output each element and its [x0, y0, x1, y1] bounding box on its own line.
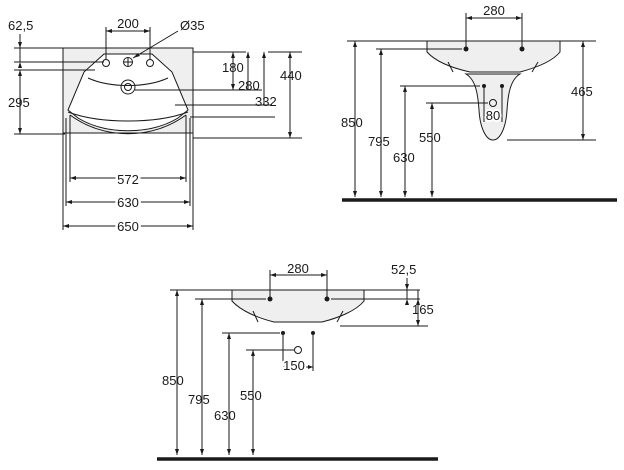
dim-80-label: 80 [486, 108, 500, 123]
dim-630-wall-label: 630 [214, 408, 236, 423]
dim-332: 332 [175, 52, 277, 109]
dim-630-wall: 630 [214, 333, 236, 455]
dim-630-pedestal-label: 630 [393, 150, 415, 165]
dim-572: 572 [69, 115, 187, 190]
dim-795-wall: 795 [188, 299, 210, 455]
dim-280-top-label: 280 [238, 78, 260, 93]
dim-795-pedestal-label: 795 [368, 134, 390, 149]
dim-200: 200 [105, 16, 151, 60]
dim-165-label: 165 [412, 302, 434, 317]
dim-795-pedestal: 795 [368, 49, 390, 197]
dim-850-wall: 850 [162, 290, 184, 455]
dim-52-5-label: 52,5 [391, 262, 416, 277]
height-lines-pedestal [347, 40, 488, 104]
dim-332-label: 332 [255, 94, 277, 109]
dim-280-pedestal: 280 [465, 3, 523, 49]
wall-hung-view: 280 52,5 165 150 [157, 261, 438, 461]
dim-465-label: 465 [571, 84, 593, 99]
dim-295-label: 295 [8, 95, 30, 110]
waste-outlet [489, 99, 497, 107]
dim-650: 650 [62, 133, 194, 237]
dim-550-wall: 550 [240, 350, 262, 455]
dim-62-5: 62,5 [8, 18, 104, 68]
dim-630-pedestal: 630 [393, 86, 415, 197]
pedestal-view: 280 465 80 850 [341, 3, 617, 202]
dim-280-top: 280 [135, 52, 262, 93]
dim-295: 295 [8, 69, 95, 135]
dim-180: 180 [193, 51, 246, 90]
top-view: 200 Ø35 62,5 295 [8, 16, 302, 237]
dim-280-wall: 280 [269, 261, 328, 299]
dim-850-wall-label: 850 [162, 373, 184, 388]
dim-diameter-35: Ø35 [132, 18, 205, 59]
dim-280-wall-label: 280 [287, 261, 309, 276]
supply-point-right [500, 84, 504, 88]
supply-point-left-wall [281, 331, 285, 335]
dim-440-label: 440 [280, 68, 302, 83]
dim-795-wall-label: 795 [188, 392, 210, 407]
tap-holes [102, 57, 154, 67]
dim-62-5-label: 62,5 [8, 18, 33, 33]
dim-440: 440 [190, 51, 302, 139]
height-lines-wall [170, 289, 294, 351]
drain-hole [120, 79, 136, 95]
dim-180-label: 180 [222, 60, 244, 75]
dim-572-label: 572 [117, 172, 139, 187]
basin-side-wall [231, 289, 365, 323]
dim-52-5: 52,5 [331, 262, 420, 305]
dim-630-top-label: 630 [117, 195, 139, 210]
supply-point-left [482, 84, 486, 88]
supply-point-right-wall [311, 331, 315, 335]
dim-630-top: 630 [65, 118, 191, 213]
basin-side-pedestal [426, 40, 561, 73]
dim-150-label: 150 [283, 358, 305, 373]
dim-465: 465 [507, 40, 596, 141]
dim-850-pedestal-label: 850 [341, 115, 363, 130]
dim-diameter-35-label: Ø35 [180, 18, 205, 33]
dim-165: 165 [340, 290, 434, 327]
dim-280-pedestal-label: 280 [483, 3, 505, 18]
dim-150: 150 [281, 335, 314, 375]
waste-outlet-wall [294, 346, 302, 354]
dim-550-pedestal: 550 [419, 103, 441, 197]
dim-850-pedestal: 850 [341, 41, 363, 197]
dim-200-label: 200 [117, 16, 139, 31]
dim-80: 80 [483, 88, 503, 125]
dim-550-wall-label: 550 [240, 388, 262, 403]
dim-550-pedestal-label: 550 [419, 130, 441, 145]
dim-650-label: 650 [117, 219, 139, 234]
